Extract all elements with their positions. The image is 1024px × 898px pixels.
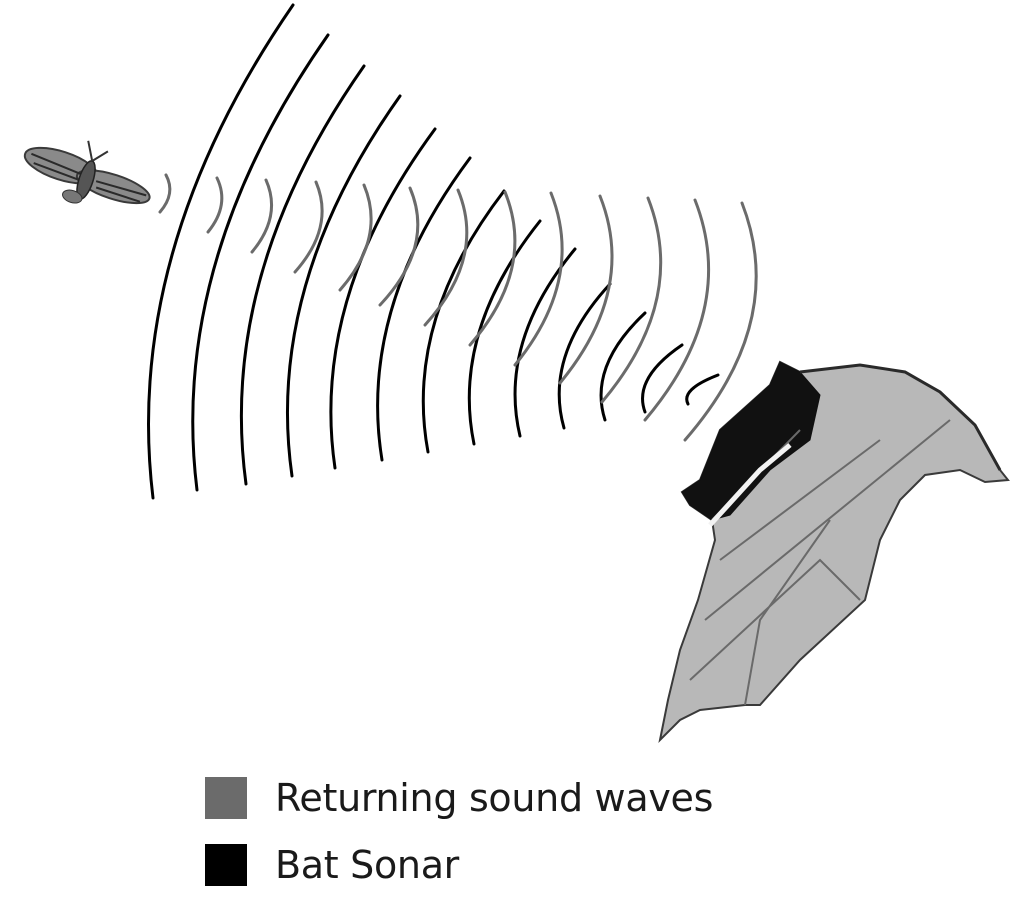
legend-sonar-swatch [205, 844, 247, 886]
legend-sonar: Bat Sonar [205, 843, 459, 887]
legend-sonar-label: Bat Sonar [275, 843, 459, 887]
returning-sound-waves [158, 173, 758, 442]
legend-returning-swatch [205, 777, 247, 819]
sonar-arc [239, 64, 366, 486]
sonar-arc [641, 343, 684, 414]
sonar-arc [286, 94, 402, 478]
returning-arc [513, 191, 564, 367]
returning-arc [643, 198, 711, 422]
sonar-arc [557, 282, 612, 430]
returning-arc [206, 176, 224, 234]
returning-arc [423, 188, 469, 327]
returning-arc [683, 201, 758, 442]
bat-illustration [658, 360, 1010, 744]
returning-arc [600, 196, 663, 404]
returning-arc [378, 186, 420, 307]
sonar-arc [191, 33, 330, 492]
sonar-arc [147, 3, 295, 500]
returning-arc [293, 180, 324, 274]
sonar-arc [685, 373, 720, 406]
returning-arc [338, 183, 373, 292]
returning-arc [158, 173, 172, 214]
sonar-arc [376, 156, 472, 462]
sonar-arc [513, 247, 577, 438]
bat-sonar-waves [147, 3, 720, 500]
moth-illustration [23, 140, 151, 205]
legend-returning-label: Returning sound waves [275, 776, 714, 820]
legend-returning: Returning sound waves [205, 776, 713, 820]
sonar-arc [421, 189, 506, 454]
returning-arc [468, 190, 517, 347]
returning-arc [250, 178, 273, 254]
sonar-arc [599, 311, 647, 422]
returning-arc [558, 194, 614, 385]
sonar-arc [329, 127, 437, 470]
